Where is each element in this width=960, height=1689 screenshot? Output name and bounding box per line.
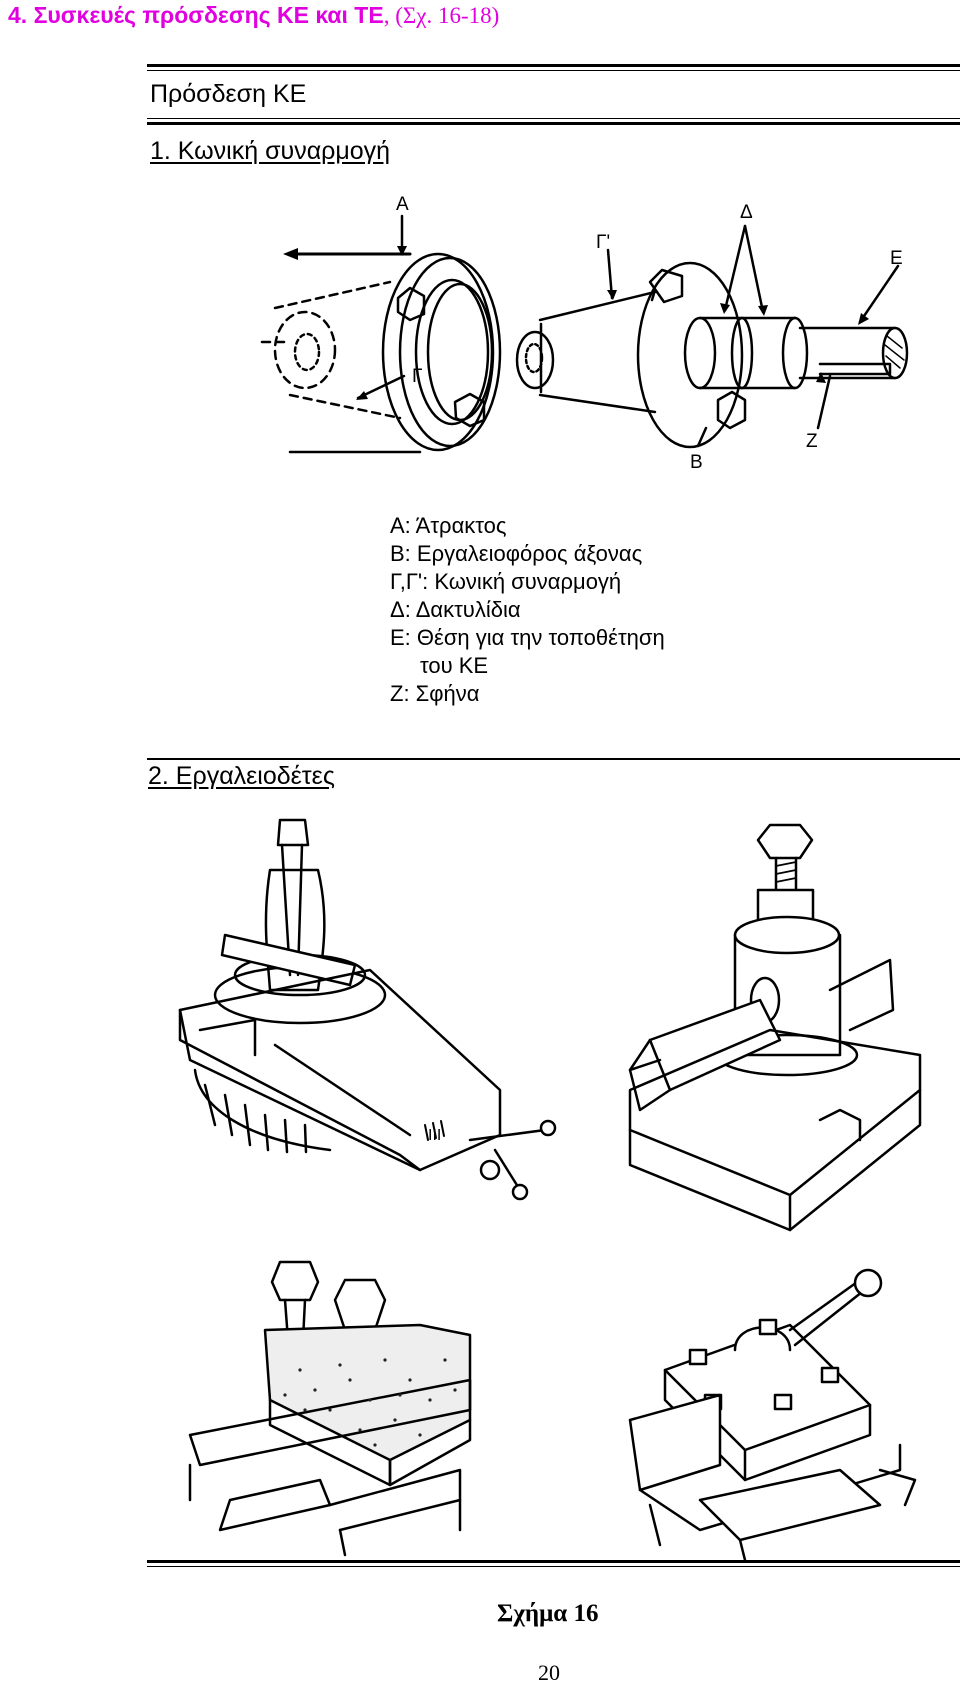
label-d: Δ [740, 202, 753, 223]
part2-rule [147, 758, 960, 760]
mid-rule-2 [147, 122, 960, 125]
label-z: Ζ [806, 431, 818, 452]
tool-post-bottom-left [188, 1260, 472, 1557]
part1-title: 1. Κωνική συναρμογή [150, 137, 391, 165]
heading-ref: , (Σχ. 16-18) [383, 3, 500, 28]
legend-item: Β: Εργαλειοφόρος άξονας [390, 541, 643, 566]
legend-item: του ΚΕ [420, 653, 489, 678]
figure-caption: Σχήμα 16 [497, 1600, 599, 1627]
conical-fit-diagram: Α Γ' Δ Ε Γ Β Ζ [260, 194, 909, 473]
top-rule-1 [147, 64, 960, 67]
page-number: 20 [538, 1660, 560, 1685]
top-rule-2 [147, 70, 960, 71]
part2-title: 2. Εργαλειοδέτες [148, 762, 335, 790]
tool-post-bottom-right [628, 1268, 917, 1560]
legend-item: Α: Άτρακτος [390, 513, 507, 538]
heading-title: Συσκευές πρόσδεσης ΚΕ και ΤΕ [33, 2, 384, 28]
label-gp: Γ' [596, 232, 610, 253]
bottom-rule-2 [147, 1566, 960, 1567]
mid-rule-1 [147, 118, 960, 119]
label-a: Α [396, 194, 409, 215]
stipple-texture [283, 1358, 457, 1447]
bottom-rule-1 [147, 1560, 960, 1563]
legend-item: Δ: Δακτυλίδια [390, 597, 521, 622]
diagram-legend: Α: Άτρακτος Β: Εργαλειοφόρος άξονας Γ,Γ'… [390, 512, 665, 708]
label-b: Β [690, 452, 703, 473]
tool-post-top-right [628, 823, 922, 1232]
chapter-heading: 4. Συσκευές πρόσδεσης ΚΕ και ΤΕ, (Σχ. 16… [8, 2, 499, 29]
label-g: Γ [412, 366, 422, 387]
legend-item: Ε: Θέση για την τοποθέτηση [390, 625, 665, 650]
section-title: Πρόσδεση ΚΕ [150, 80, 307, 108]
legend-item: Γ,Γ': Κωνική συναρμογή [390, 569, 622, 594]
tool-holders-illustration: III [178, 818, 922, 1560]
heading-number: 4. [8, 2, 28, 28]
scale-mark: III [428, 1127, 441, 1144]
label-e: Ε [890, 248, 903, 269]
legend-item: Ζ: Σφήνα [390, 681, 480, 706]
tool-post-top-left [178, 818, 557, 1201]
